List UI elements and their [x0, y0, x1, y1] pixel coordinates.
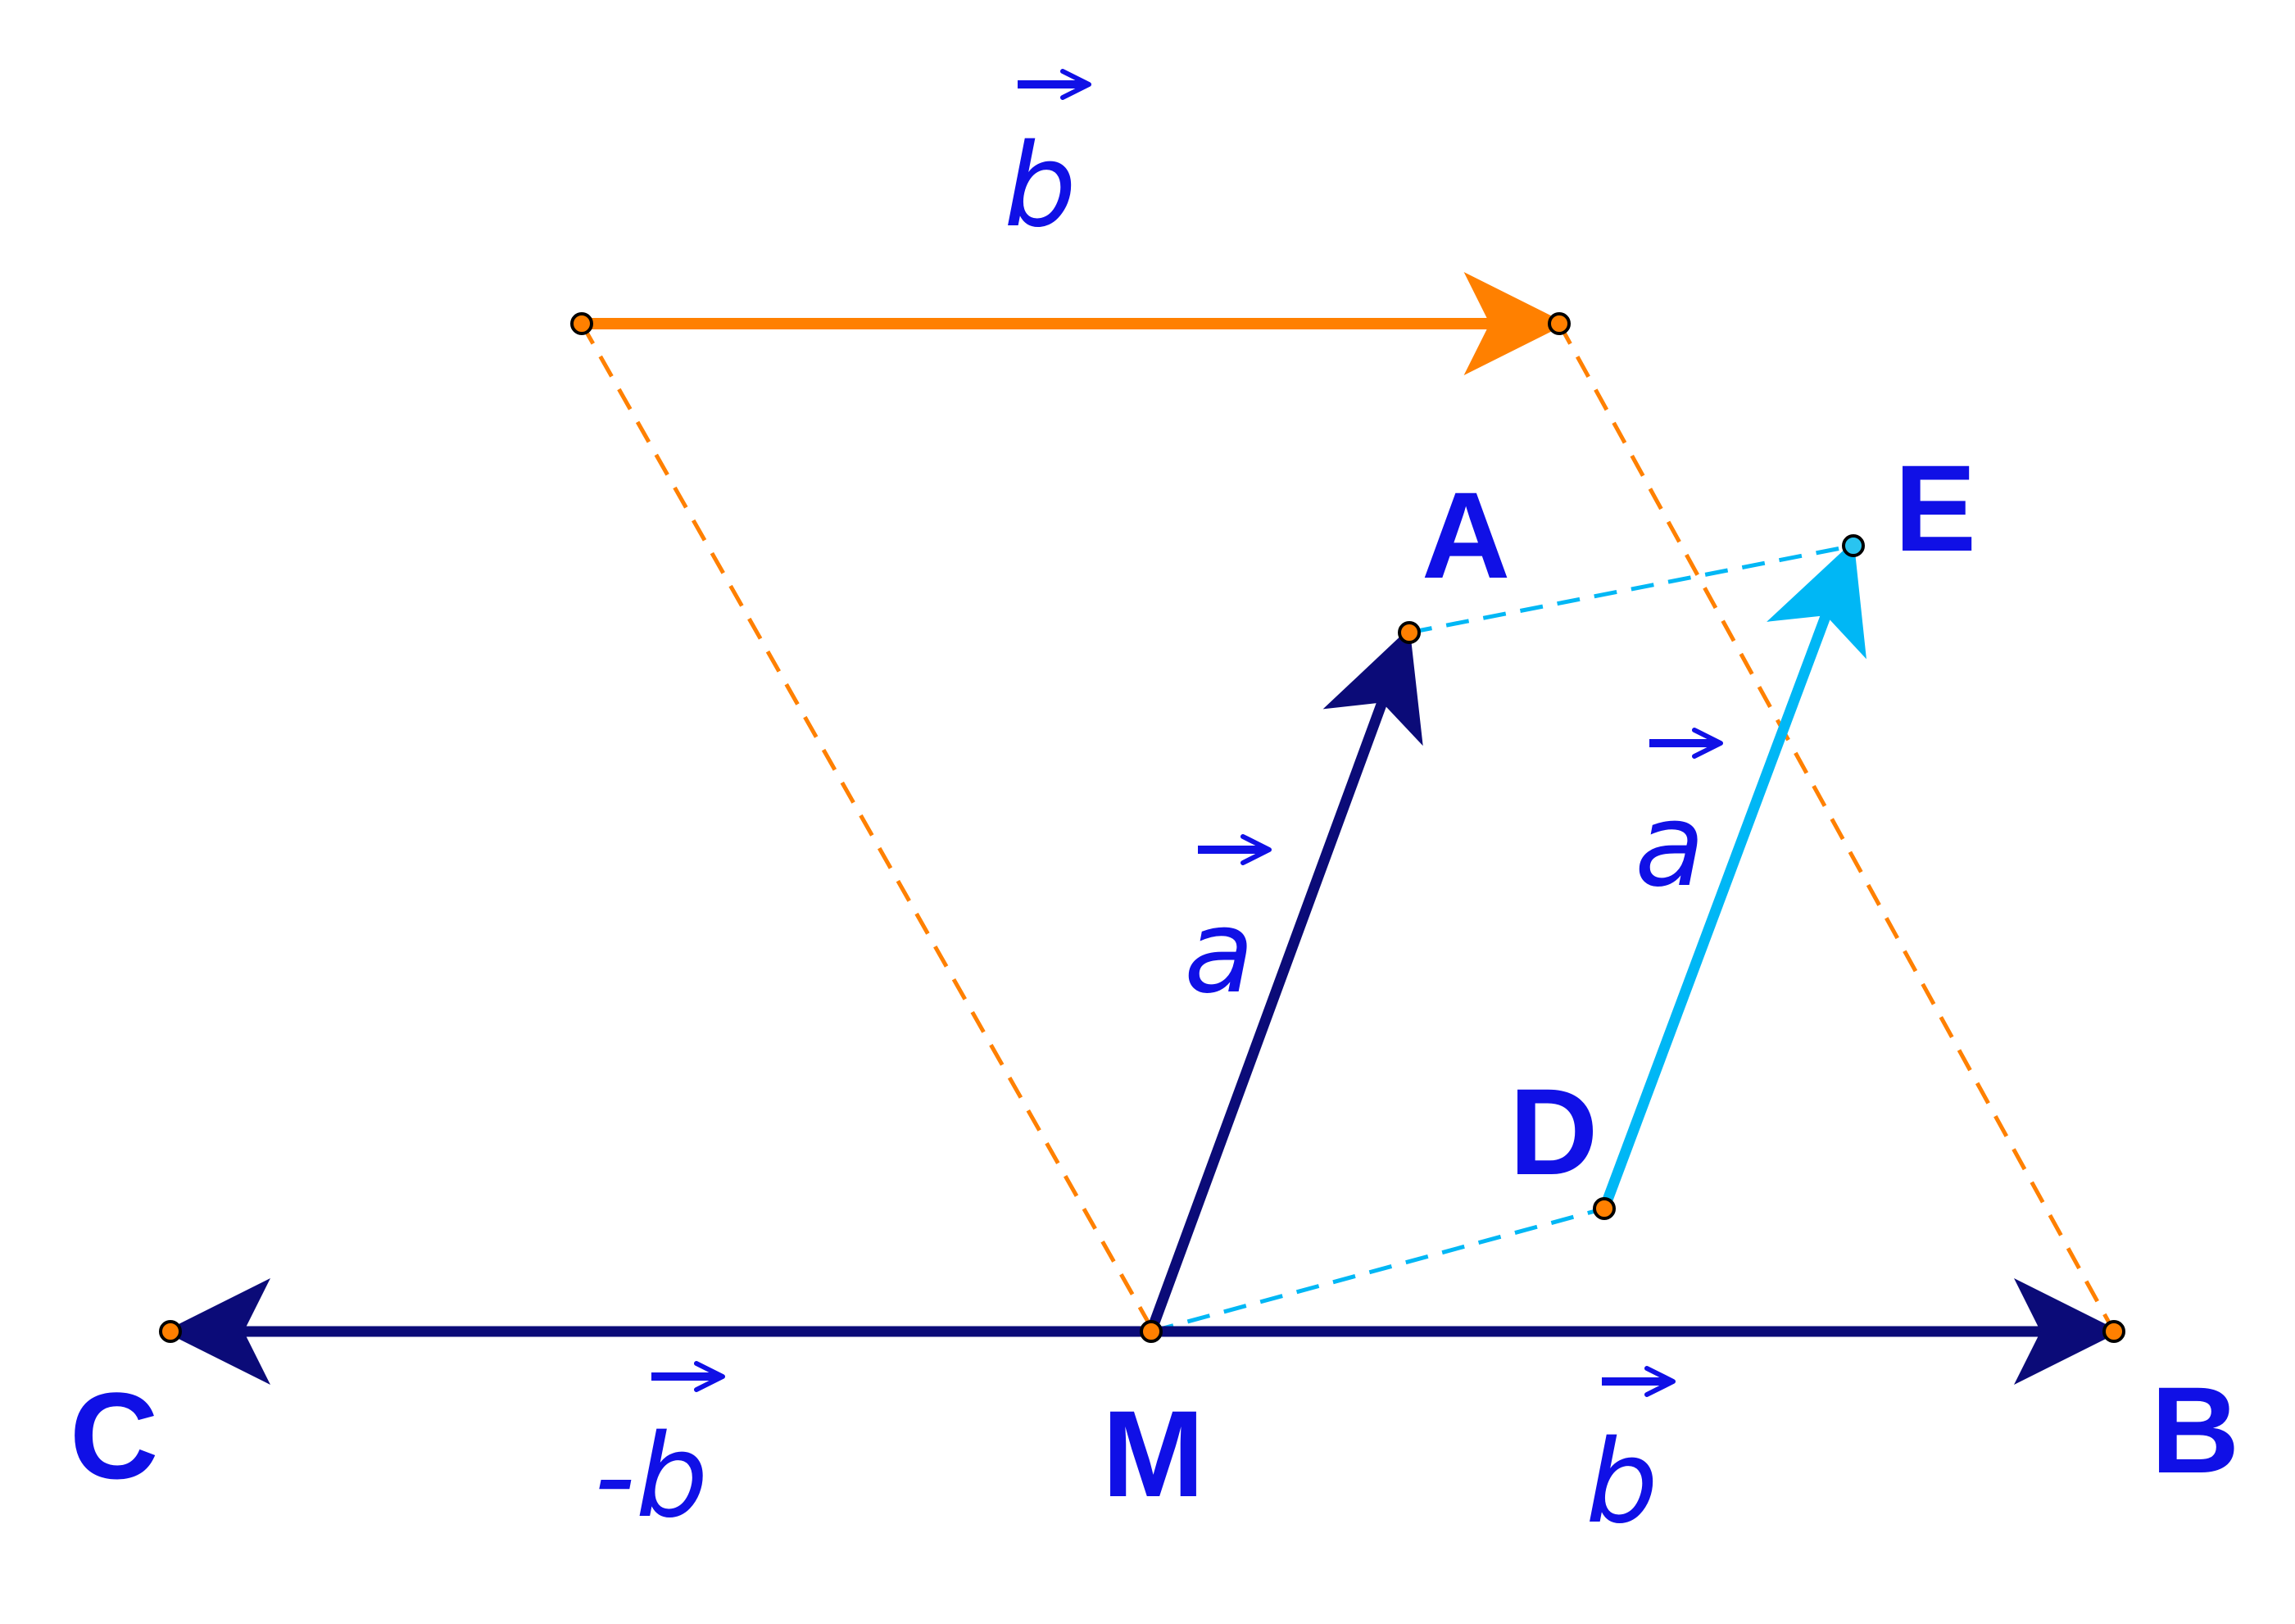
point-e [1842, 534, 1865, 557]
vector-ma [1145, 627, 1423, 1334]
label-vector-neg-b: -b [594, 1410, 708, 1544]
point-m [1140, 1320, 1163, 1343]
label-point-a: A [1422, 466, 1510, 604]
point-top-left [570, 312, 593, 335]
point-a [1398, 621, 1421, 644]
dashed-left-orange [579, 322, 1154, 1329]
label-point-e: E [1894, 439, 1976, 577]
label-point-c: C [70, 1367, 158, 1504]
label-vector-a-right: a [1635, 779, 1705, 913]
label-point-d: D [1509, 1063, 1598, 1200]
label-vector-a-left: a [1184, 886, 1254, 1019]
point-c [159, 1320, 182, 1343]
point-b [2102, 1320, 2125, 1343]
point-top-right [1548, 312, 1571, 335]
label-vector-b-top: b [1004, 120, 1077, 253]
label-point-b: B [2151, 1361, 2239, 1499]
dashed-m-d-cyan [1150, 1206, 1605, 1334]
point-d [1593, 1197, 1616, 1220]
vector-de [1599, 540, 1866, 1211]
label-point-m: M [1102, 1385, 1204, 1522]
label-vector-b-bottom: b [1585, 1416, 1658, 1549]
dashed-right-orange [1557, 322, 2116, 1333]
